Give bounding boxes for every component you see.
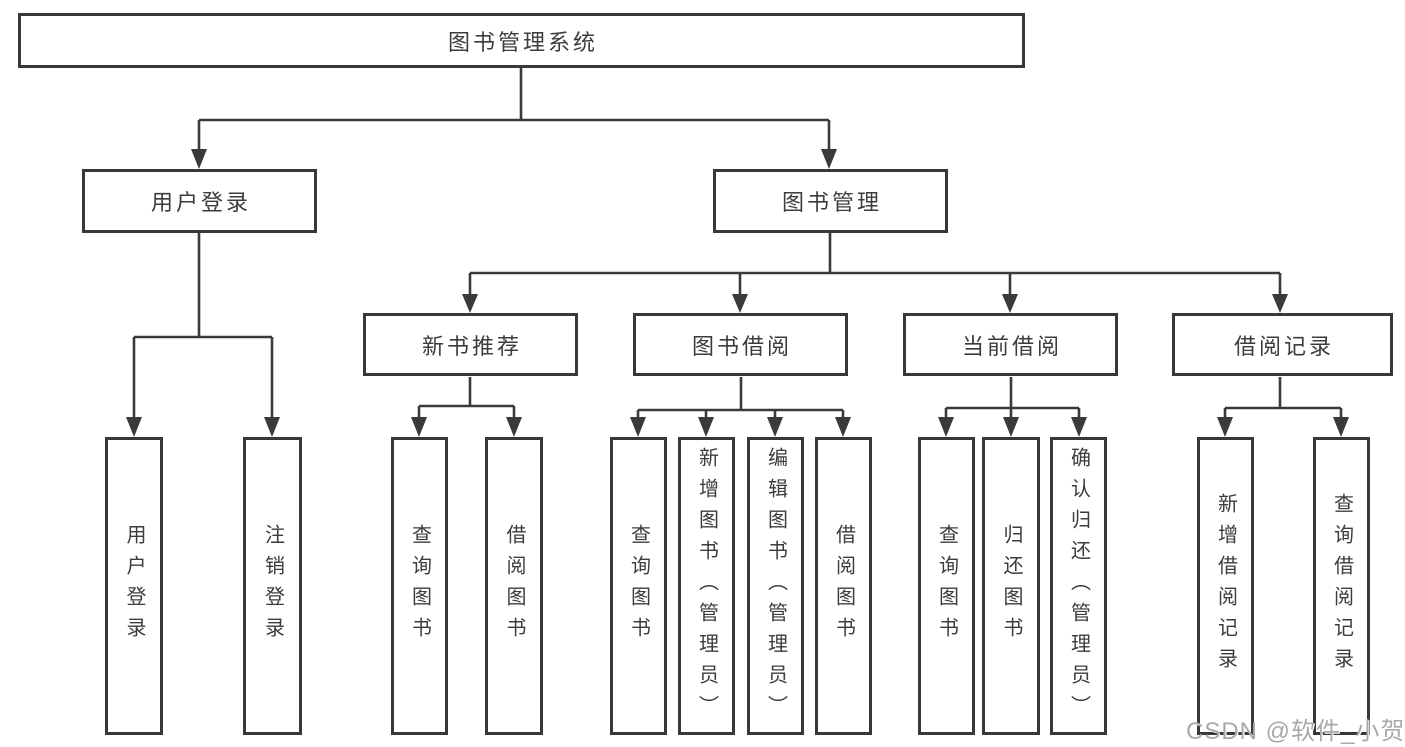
leaf-borrow-books-recommend-label: 借阅图书: [503, 524, 525, 648]
node-book-borrow: 图书借阅: [633, 313, 848, 376]
leaf-query-books-recommend-label: 查询图书: [408, 524, 431, 648]
leaf-edit-books-admin-label: 编辑图书（管理员）: [764, 446, 787, 726]
leaf-query-books-current-label: 查询图书: [935, 524, 958, 648]
node-new-book-recommend: 新书推荐: [363, 313, 578, 376]
arrowhead-icons: [126, 149, 1349, 437]
leaf-user-login-label: 用户登录: [123, 524, 145, 648]
leaf-borrow-books: 借阅图书: [815, 437, 872, 735]
leaf-add-borrow-record-label: 新增借阅记录: [1214, 493, 1237, 679]
node-current-borrow-label: 当前借阅: [961, 333, 1062, 359]
leaf-query-books-borrow-label: 查询图书: [627, 524, 650, 648]
node-new-book-recommend-label: 新书推荐: [421, 333, 522, 359]
leaf-add-books-admin-label: 新增图书（管理员）: [695, 446, 718, 726]
node-book-management-label: 图书管理: [781, 190, 882, 215]
leaf-return-books-label: 归还图书: [1000, 524, 1022, 648]
leaf-add-books-admin: 新增图书（管理员）: [678, 437, 735, 735]
leaf-borrow-books-recommend: 借阅图书: [485, 437, 543, 735]
node-book-borrow-label: 图书借阅: [691, 333, 792, 359]
leaf-query-borrow-record-label: 查询借阅记录: [1330, 493, 1353, 679]
leaf-logout: 注销登录: [243, 437, 302, 735]
leaf-return-books: 归还图书: [982, 437, 1040, 735]
leaf-query-borrow-record: 查询借阅记录: [1313, 437, 1370, 735]
node-user-login: 用户登录: [82, 169, 317, 233]
leaf-user-login: 用户登录: [105, 437, 163, 735]
leaf-logout-label: 注销登录: [261, 524, 284, 648]
leaf-query-books-recommend: 查询图书: [391, 437, 448, 735]
csdn-watermark: CSDN @软件_小贺同学: [1186, 718, 1405, 745]
leaf-query-books-borrow: 查询图书: [610, 437, 667, 735]
leaf-confirm-return-admin: 确认归还（管理员）: [1050, 437, 1107, 735]
node-user-login-label: 用户登录: [150, 190, 251, 215]
node-root-label: 图书管理系统: [447, 29, 598, 55]
leaf-borrow-books-label: 借阅图书: [832, 524, 855, 648]
node-borrow-records: 借阅记录: [1172, 313, 1393, 376]
node-current-borrow: 当前借阅: [903, 313, 1118, 376]
node-borrow-records-label: 借阅记录: [1233, 333, 1334, 359]
leaf-confirm-return-admin-label: 确认归还（管理员）: [1067, 446, 1090, 726]
leaf-add-borrow-record: 新增借阅记录: [1197, 437, 1254, 735]
node-book-management: 图书管理: [713, 169, 948, 233]
leaf-edit-books-admin: 编辑图书（管理员）: [747, 437, 804, 735]
leaf-query-books-current: 查询图书: [918, 437, 975, 735]
node-root-system: 图书管理系统: [18, 13, 1025, 68]
